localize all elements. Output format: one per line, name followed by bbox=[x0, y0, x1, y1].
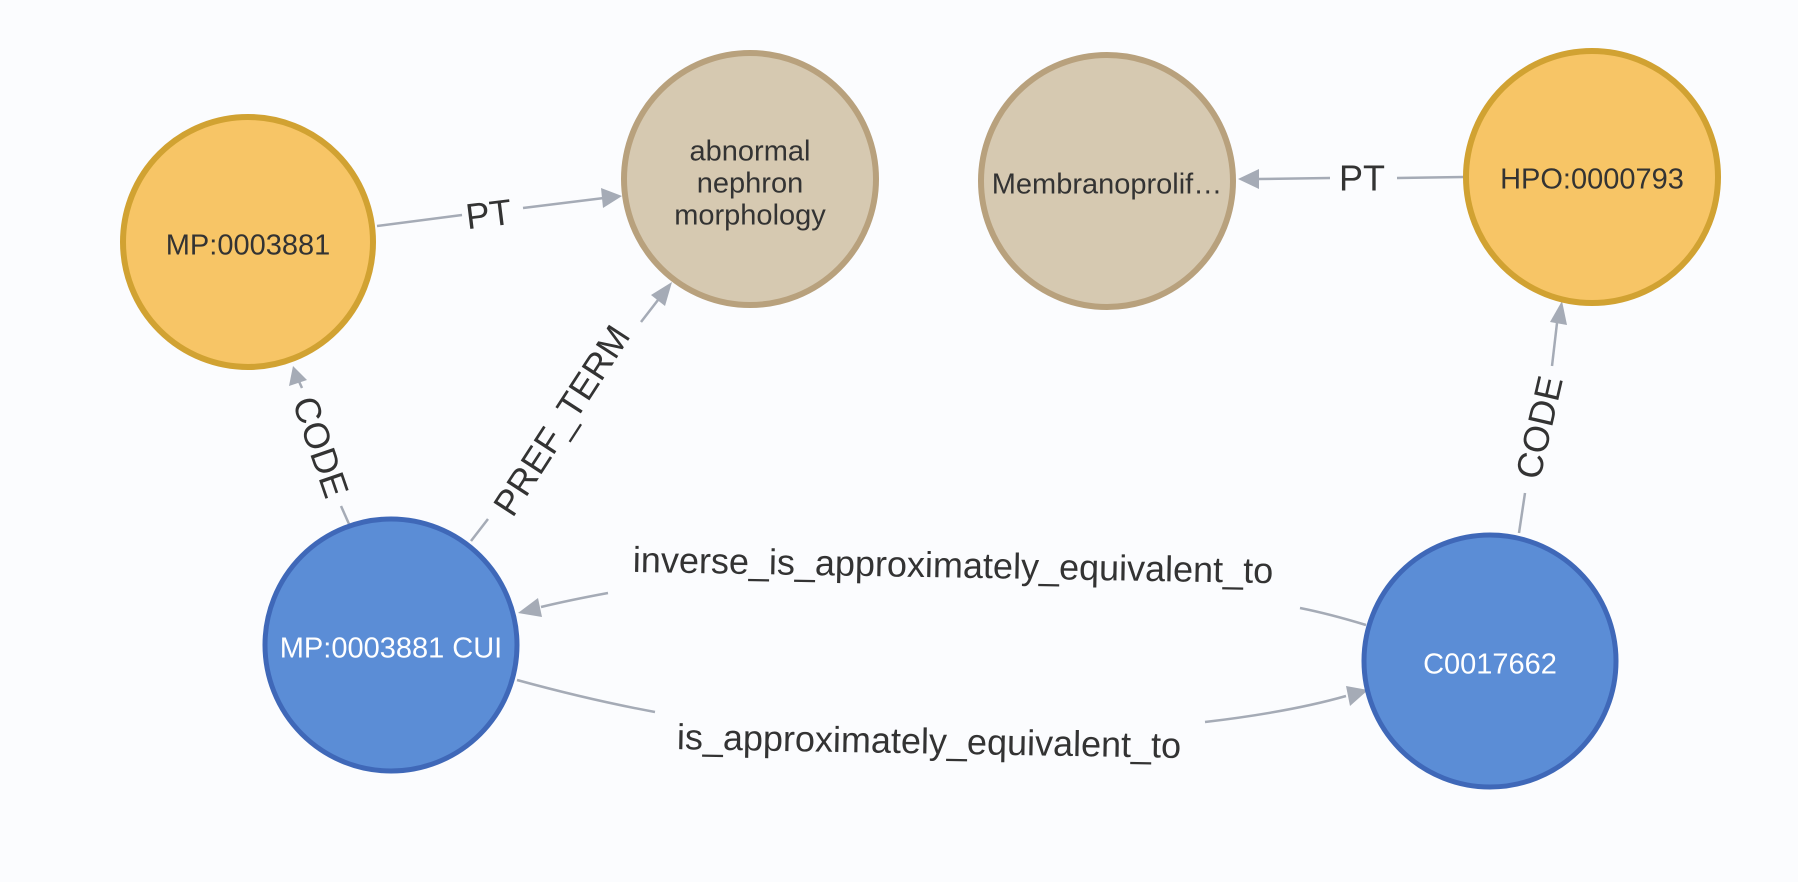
node-label: Membranoprolif… bbox=[992, 169, 1222, 201]
edge-label-code-right: CODE bbox=[1507, 372, 1570, 483]
node-abnormal-nephron-morphology[interactable]: abnormal nephron morphology bbox=[621, 50, 879, 308]
arrowhead bbox=[1550, 301, 1567, 325]
arrowhead bbox=[601, 188, 622, 208]
node-mp-0003881-cui[interactable]: MP:0003881 CUI bbox=[262, 516, 520, 774]
edge-label-pt-right: PT bbox=[1339, 158, 1385, 199]
arrowhead bbox=[1238, 169, 1259, 189]
arrowhead bbox=[1346, 686, 1368, 706]
edge-pt-mp-code-to-nephron-term[interactable]: PT bbox=[376, 188, 622, 237]
edge-label-code-left: CODE bbox=[285, 391, 358, 503]
edge-label-pt-left: PT bbox=[463, 191, 514, 237]
edge-code-c0017662-to-hpo-code[interactable]: CODE bbox=[1507, 301, 1571, 534]
edge-pt-hpo-code-to-membrano-term[interactable]: PT bbox=[1238, 158, 1465, 199]
edge-label-equiv: is_approximately_equivalent_to bbox=[677, 716, 1182, 766]
arrowhead bbox=[518, 598, 542, 617]
node-label: MP:0003881 bbox=[166, 230, 330, 262]
node-c0017662[interactable]: C0017662 bbox=[1361, 532, 1619, 790]
node-mp-0003881[interactable]: MP:0003881 bbox=[120, 114, 376, 370]
node-membranoprolif[interactable]: Membranoprolif… bbox=[978, 52, 1236, 310]
node-label-line-3: morphology bbox=[674, 200, 826, 232]
node-hpo-0000793[interactable]: HPO:0000793 bbox=[1463, 48, 1721, 306]
node-label-line-2: nephron bbox=[697, 168, 803, 200]
arrowhead bbox=[289, 366, 307, 386]
edge-inverse-equiv-c0017662-to-cui[interactable]: inverse_is_approximately_equivalent_to bbox=[518, 539, 1367, 627]
edge-pref-term-cui-to-nephron-term[interactable]: PREF_TERM bbox=[470, 282, 672, 542]
edge-code-cui-to-mp-code[interactable]: CODE bbox=[285, 366, 358, 525]
edge-equiv-cui-to-c0017662[interactable]: is_approximately_equivalent_to bbox=[516, 678, 1368, 766]
edge-label-pref-term: PREF_TERM bbox=[485, 318, 638, 523]
edge-label-inverse-equiv: inverse_is_approximately_equivalent_to bbox=[633, 539, 1274, 591]
node-label-line-1: abnormal bbox=[690, 136, 811, 168]
arrowhead bbox=[651, 282, 672, 306]
node-label: HPO:0000793 bbox=[1500, 164, 1684, 196]
node-label: C0017662 bbox=[1423, 649, 1557, 681]
node-label: MP:0003881 CUI bbox=[280, 633, 502, 665]
